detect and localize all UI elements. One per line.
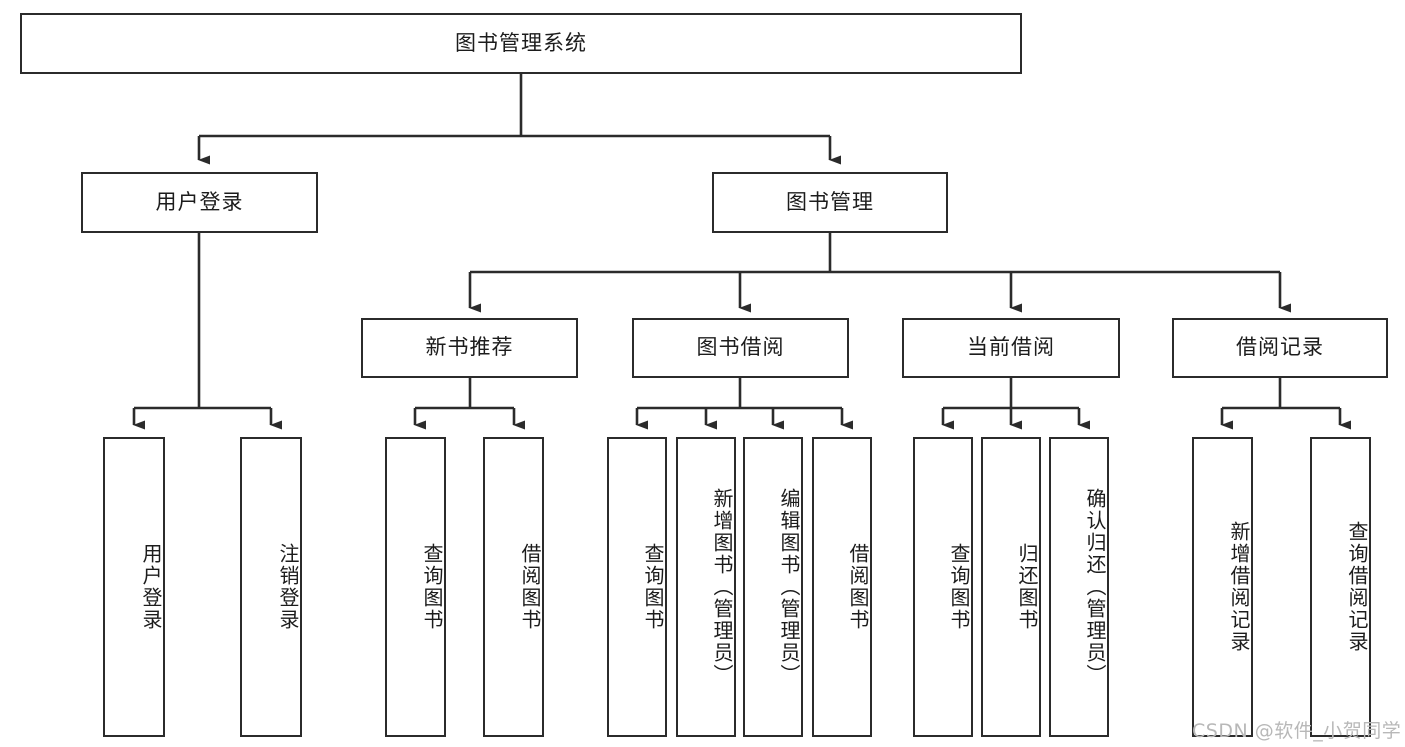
- leaf-recommend-borrow-book[interactable]: 借阅图书: [483, 437, 544, 737]
- leaf-current-return-book[interactable]: 归还图书: [981, 437, 1041, 737]
- leaf-recommend-query-book[interactable]: 查询图书: [385, 437, 446, 737]
- node-label: 用户登录: [155, 189, 244, 214]
- leaf-user-login[interactable]: 用户登录: [103, 437, 165, 737]
- leaf-borrow-edit-book-admin[interactable]: 编辑图书（管理员）: [743, 437, 803, 737]
- node-label: 查询借阅记录: [1345, 521, 1369, 653]
- node-book-borrow[interactable]: 图书借阅: [632, 318, 849, 378]
- node-label: 新书推荐: [425, 335, 514, 360]
- node-new-book-recommend[interactable]: 新书推荐: [361, 318, 578, 378]
- leaf-borrow-borrow-book[interactable]: 借阅图书: [812, 437, 872, 737]
- node-label: 借阅记录: [1236, 335, 1324, 360]
- node-label: 借阅图书: [518, 543, 542, 631]
- watermark: CSDN @软件_小贺同学: [1192, 720, 1402, 742]
- node-label: 查询图书: [641, 543, 665, 631]
- leaf-current-query-book[interactable]: 查询图书: [913, 437, 973, 737]
- leaf-user-logout[interactable]: 注销登录: [240, 437, 302, 737]
- node-book-management[interactable]: 图书管理: [712, 172, 948, 233]
- node-user-login[interactable]: 用户登录: [81, 172, 318, 233]
- leaf-current-confirm-return-admin[interactable]: 确认归还（管理员）: [1049, 437, 1109, 737]
- leaf-borrow-query-book[interactable]: 查询图书: [607, 437, 667, 737]
- node-label: 图书借阅: [696, 335, 785, 360]
- node-label: 注销登录: [276, 543, 300, 631]
- leaf-record-add-borrow-record[interactable]: 新增借阅记录: [1192, 437, 1253, 737]
- node-label: 图书管理系统: [455, 30, 587, 55]
- node-label: 编辑图书（管理员）: [777, 488, 801, 686]
- node-label: 当前借阅: [967, 335, 1055, 360]
- node-label: 新增图书（管理员）: [710, 488, 734, 686]
- leaf-record-query-borrow-record[interactable]: 查询借阅记录: [1310, 437, 1371, 737]
- node-label: 用户登录: [139, 543, 163, 631]
- node-label: 查询图书: [420, 543, 444, 631]
- node-label: 借阅图书: [846, 543, 870, 631]
- node-label: 归还图书: [1015, 543, 1039, 631]
- leaf-borrow-add-book-admin[interactable]: 新增图书（管理员）: [676, 437, 736, 737]
- node-root-book-management-system[interactable]: 图书管理系统: [20, 13, 1022, 74]
- node-current-borrow[interactable]: 当前借阅: [902, 318, 1120, 378]
- node-label: 图书管理: [786, 189, 874, 214]
- node-label: 查询图书: [947, 543, 971, 631]
- node-label: 确认归还（管理员）: [1083, 488, 1107, 686]
- node-label: 新增借阅记录: [1227, 521, 1251, 653]
- node-borrow-record[interactable]: 借阅记录: [1172, 318, 1388, 378]
